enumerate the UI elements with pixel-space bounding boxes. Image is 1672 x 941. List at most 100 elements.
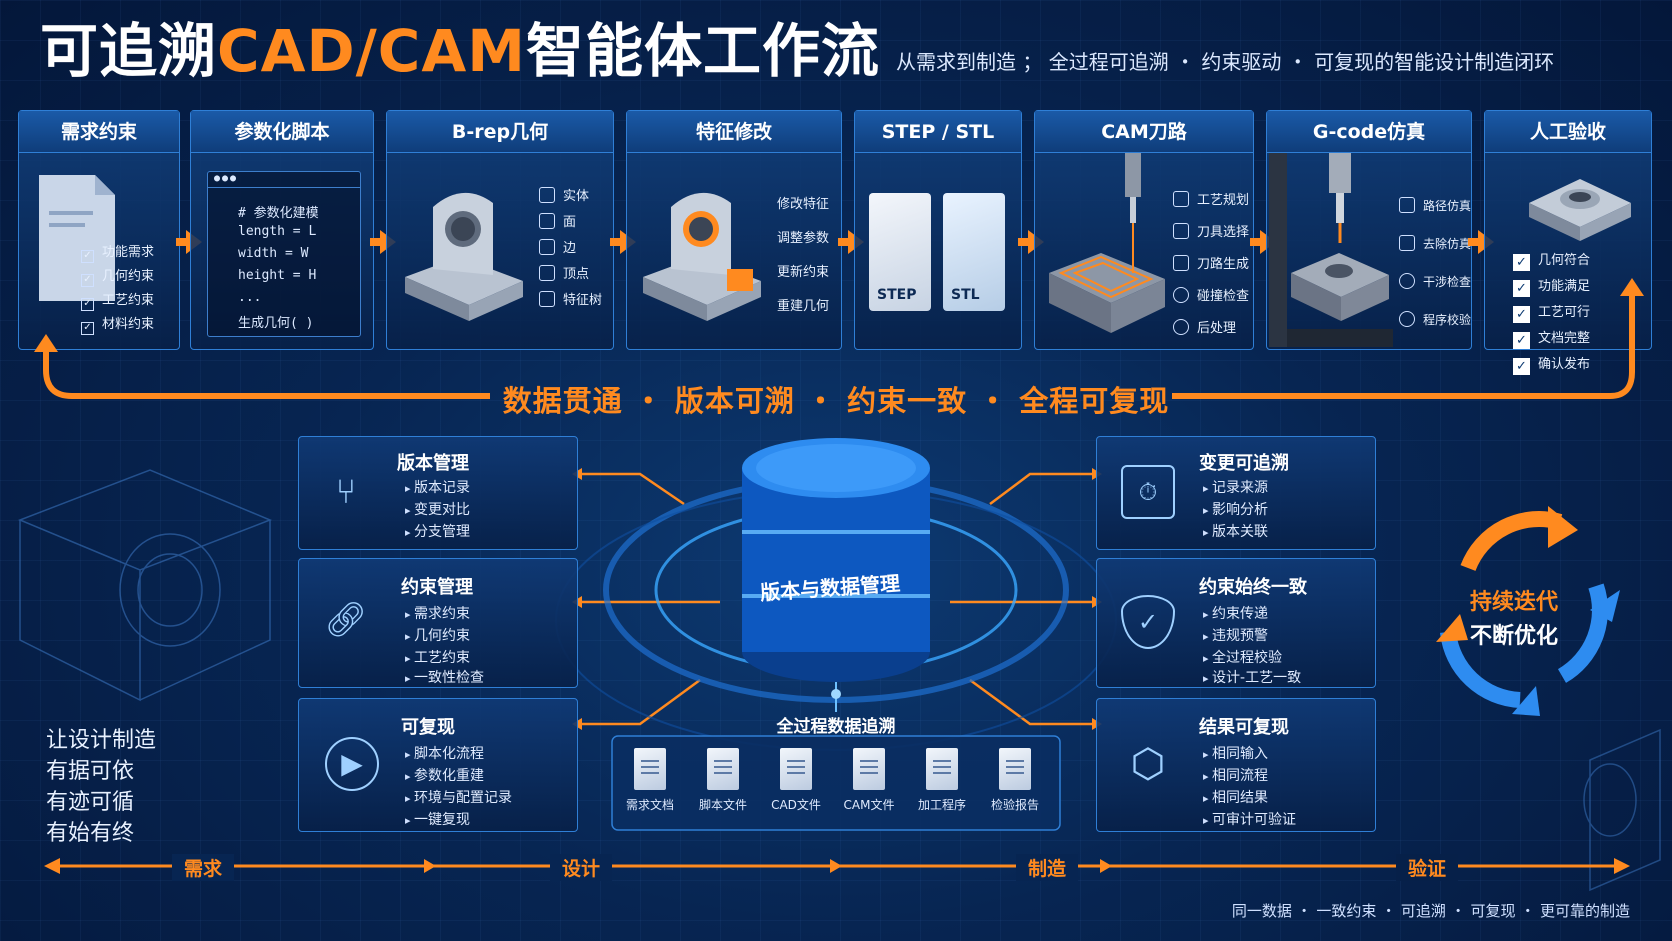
panel-item: 可审计可验证: [1203, 809, 1296, 829]
slogan-line: 有始有终: [46, 821, 135, 846]
panel-item: 环境与配置记录: [405, 787, 512, 807]
title-highlight: CAD/CAM: [217, 17, 526, 85]
brep-item: 实体: [539, 185, 589, 204]
panel-item: 全过程校验: [1203, 647, 1282, 667]
edit-item: 修改特征: [777, 197, 830, 212]
document-icon: [39, 175, 115, 301]
panel-title: 约束始终一致: [1199, 577, 1307, 598]
panel-change-trace: ⏱ 变更可追溯 记录来源 影响分析 版本关联: [1096, 436, 1376, 550]
edge-icon: [539, 239, 555, 255]
step-brep: B-rep几何 实体 面 边 顶点 特征树: [386, 110, 614, 350]
iterate-line-1: 持续迭代: [1470, 590, 1559, 615]
slogan-line: 有迹可循: [46, 790, 135, 815]
trace-doc: 脚本文件: [691, 742, 755, 824]
toolpath-icon: [1173, 255, 1189, 271]
sim-item: 去除仿真: [1399, 235, 1471, 252]
cam-item: 刀路生成: [1173, 253, 1249, 272]
trace-doc: 加工程序: [910, 742, 974, 824]
panel-title: 结果可复现: [1199, 717, 1289, 738]
panel-item: 相同输入: [1203, 743, 1268, 763]
check-item: ✓功能需求: [81, 241, 154, 263]
step-step-stl: STEP / STL STEP STL: [854, 110, 1022, 350]
play-icon: ▶: [325, 737, 379, 791]
phase-manufacturing: 制造: [1016, 854, 1079, 881]
feature-tree-icon: [539, 291, 555, 307]
code-line: width = W: [238, 246, 309, 261]
phase-verification: 验证: [1396, 854, 1459, 881]
code-line: # 参数化建模: [238, 206, 319, 221]
step-title: STEP / STL: [855, 111, 1021, 153]
sim-item: 程序校验: [1399, 311, 1471, 328]
panel-item: 需求约束: [405, 603, 470, 623]
accept-item: ✓功能满足: [1513, 275, 1590, 297]
program-check-icon: [1399, 311, 1415, 327]
panel-item: 变更对比: [405, 499, 470, 519]
step-title: 特征修改: [627, 111, 841, 153]
trace-doc: CAD文件: [764, 742, 828, 824]
panel-item: 影响分析: [1203, 499, 1268, 519]
brep-item: 边: [539, 237, 576, 256]
title-suffix: 智能体工作流: [525, 17, 880, 85]
document-clock-icon: ⏱: [1121, 465, 1175, 519]
trace-title: 全过程数据追溯: [776, 717, 896, 737]
check-item: ✓几何约束: [81, 265, 154, 287]
file-icon: [707, 748, 739, 790]
cnc-machine-icon: [1269, 153, 1393, 347]
modified-part-icon: [643, 192, 761, 321]
panel-title: 变更可追溯: [1199, 453, 1289, 474]
stl-file-card: STL: [943, 193, 1005, 311]
step-title: CAM刀路: [1035, 111, 1253, 153]
panel-item: 几何约束: [405, 625, 470, 645]
file-label: STL: [951, 287, 980, 303]
panel-constraint-mgmt: 🔗︎ 约束管理 需求约束 几何约束 工艺约束 一致性检查: [298, 558, 578, 688]
panel-title: 版本管理: [397, 453, 469, 474]
panel-item: 工艺约束: [405, 647, 470, 667]
accept-item: ✓工艺可行: [1513, 301, 1590, 323]
panel-title: 可复现: [401, 717, 455, 738]
edit-item: 更新约束: [777, 265, 830, 280]
step-title: G-code仿真: [1267, 111, 1471, 153]
cam-item: 后处理: [1173, 317, 1236, 336]
process-plan-icon: [1173, 191, 1189, 207]
slogan-line: 让设计制造: [46, 728, 157, 753]
panel-item: 相同结果: [1203, 787, 1268, 807]
brep-item: 特征树: [539, 289, 602, 308]
file-icon: [853, 748, 885, 790]
loop-band-text: 数据贯通 ・ 版本可溯 ・ 约束一致 ・ 全程可复现: [502, 384, 1170, 418]
panel-constraint-consistent: ✓ 约束始终一致 约束传递 违规预警 全过程校验 设计-工艺一致: [1096, 558, 1376, 688]
path-sim-icon: [1399, 197, 1415, 213]
accept-item: ✓文档完整: [1513, 327, 1590, 349]
code-line: ...: [238, 290, 262, 305]
step-cam-toolpath: CAM刀路 工艺规划 刀具选择 刀路生成 碰撞检查 后处理: [1034, 110, 1254, 350]
file-icon: [780, 748, 812, 790]
post-process-icon: [1173, 319, 1189, 335]
step-title: 参数化脚本: [191, 111, 373, 153]
phase-design: 设计: [550, 854, 613, 881]
panel-item: 一键复现: [405, 809, 470, 829]
panel-item: 版本记录: [405, 477, 470, 497]
code-line: length = L: [238, 224, 317, 239]
brep-item: 面: [539, 211, 576, 230]
panel-item: 设计-工艺一致: [1203, 667, 1301, 687]
step-param-script: 参数化脚本 ●●● # 参数化建模 length = L width = W h…: [190, 110, 374, 350]
panel-item: 相同流程: [1203, 765, 1268, 785]
panel-result-reproducible: ⬡ 结果可复现 相同输入 相同流程 相同结果 可审计可验证: [1096, 698, 1376, 832]
sim-item: 路径仿真: [1399, 197, 1471, 214]
check-item: ✓工艺约束: [81, 289, 154, 311]
edit-item: 重建几何: [777, 299, 830, 314]
cube-icon: ⬡: [1130, 741, 1166, 787]
step-gcode-sim: G-code仿真 路径仿真 去除仿真 干涉检查 程序校验: [1266, 110, 1472, 350]
panel-item: 参数化重建: [405, 765, 484, 785]
cam-item: 工艺规划: [1173, 189, 1249, 208]
cam-item: 刀具选择: [1173, 221, 1249, 240]
code-line: height = H: [238, 268, 317, 283]
tool-select-icon: [1173, 223, 1189, 239]
file-label: STEP: [877, 287, 917, 303]
panel-version-mgmt: ⑂ 版本管理 版本记录 变更对比 分支管理: [298, 436, 578, 550]
face-icon: [539, 213, 555, 229]
vertex-icon: [539, 265, 555, 281]
step-feature-edit: 特征修改 修改特征 调整参数 更新约束 重建几何: [626, 110, 842, 350]
panel-item: 分支管理: [405, 521, 470, 541]
interference-icon: [1399, 273, 1415, 289]
